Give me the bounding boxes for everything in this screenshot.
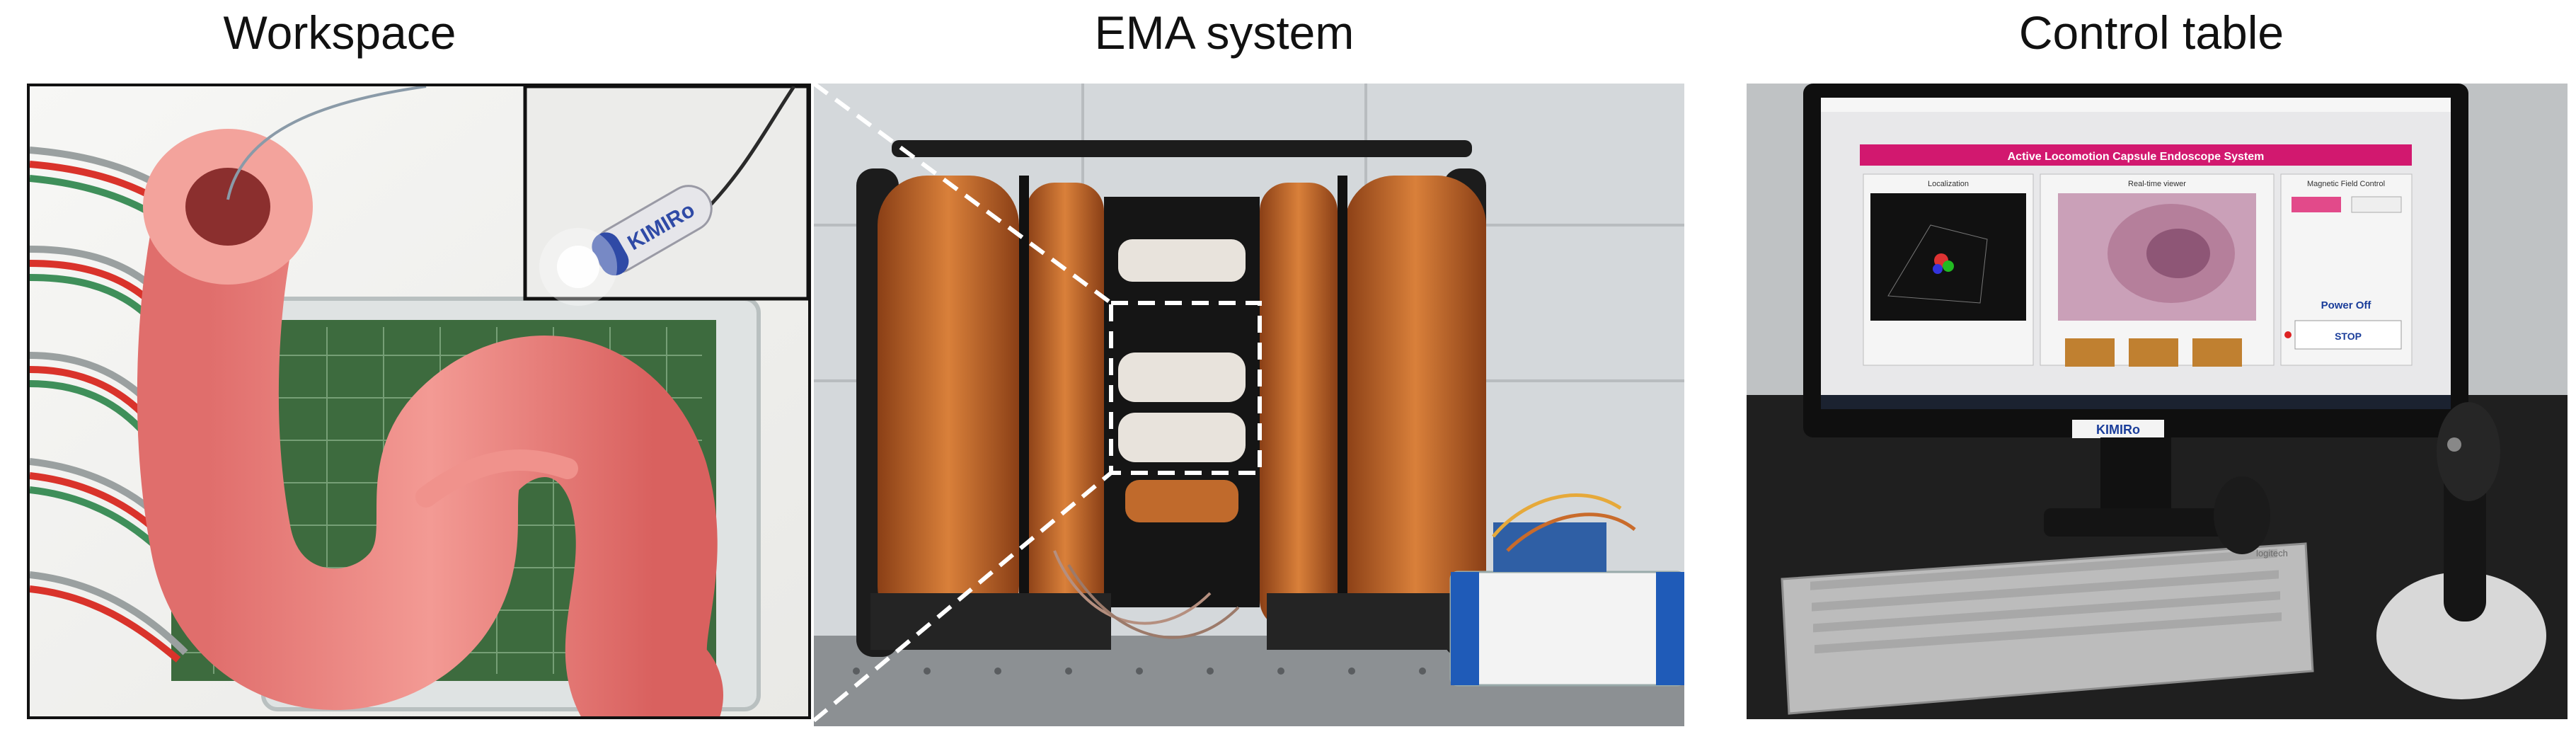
window-title: Active Locomotion Capsule Endoscope Syst… — [2008, 151, 2265, 163]
keyboard: logitech — [1781, 542, 2314, 715]
title-control-table: Control table — [2018, 6, 2284, 59]
daq-device — [1449, 493, 1684, 687]
monitor-brand-label: KIMIRo — [2096, 423, 2140, 437]
workspace-photo: KIMIRo — [27, 84, 811, 719]
stop-button[interactable]: STOP — [2335, 331, 2362, 342]
mouse — [2214, 476, 2270, 554]
electromagnetic-coils — [878, 176, 1486, 636]
power-off-button[interactable]: Power Off — [2321, 299, 2372, 311]
monitor: Active Locomotion Capsule Endoscope Syst… — [1803, 84, 2468, 537]
control-table-photo: Active Locomotion Capsule Endoscope Syst… — [1747, 84, 2568, 719]
panel-viewer-label: Real-time viewer — [2128, 180, 2186, 188]
keyboard-brand: logitech — [2256, 548, 2288, 558]
workspace-region-box — [1109, 301, 1262, 475]
title-workspace: Workspace — [223, 6, 456, 59]
colon-phantom — [137, 86, 723, 716]
ema-system-photo — [814, 84, 1684, 726]
capsule-inset: KIMIRo — [523, 86, 808, 306]
panel-field-label: Magnetic Field Control — [2307, 180, 2385, 188]
title-ema-system: EMA system — [1094, 6, 1355, 59]
joystick — [2376, 402, 2546, 699]
panel-localization-label: Localization — [1928, 180, 1969, 188]
